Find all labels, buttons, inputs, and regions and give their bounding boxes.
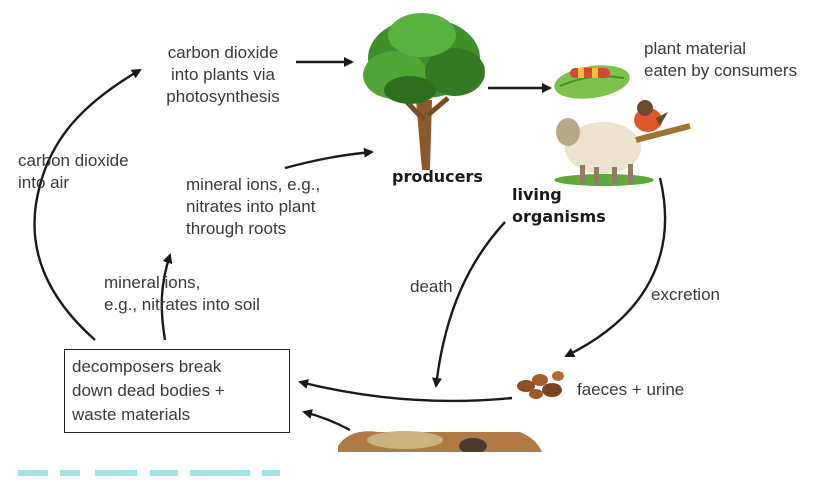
label-producers: producers: [392, 167, 483, 186]
label-co2-into-plants: carbon dioxide into plants via photosynt…: [166, 43, 280, 106]
arrow-minerals-to-producers: [284, 147, 374, 170]
decomposers-box: [64, 349, 290, 433]
caption-fragment-marks: [18, 470, 280, 476]
arrow-faeces-to-decomposers: [298, 379, 513, 403]
label-plant-material: plant material eaten by consumers: [644, 39, 798, 80]
sheep-icon: [554, 118, 654, 186]
label-mineral-ions-soil: mineral ions, e.g., nitrates into soil: [104, 273, 260, 314]
label-co2-into-air: carbon dioxide into air: [18, 151, 129, 192]
label-mineral-ions-roots: mineral ions, e.g., nitrates into plant …: [186, 175, 321, 238]
label-living-organisms: living organisms: [512, 185, 606, 226]
faeces-icon: [517, 371, 564, 399]
robin-bird-icon: [634, 100, 691, 143]
arrow-decomposers-to-roots: [160, 253, 173, 341]
label-decomposers: decomposers break down dead bodies + was…: [72, 357, 225, 424]
cropped-caption-strip: [0, 452, 838, 482]
label-faeces-urine: faeces + urine: [577, 380, 685, 399]
tree-icon: [363, 13, 485, 170]
caterpillar-on-leaf-icon: [554, 65, 630, 99]
arrow-decomposers-to-co2-air: [33, 68, 142, 341]
label-death: death: [410, 277, 453, 296]
arrow-soil-to-decomposers: [302, 409, 351, 432]
label-excretion: excretion: [651, 285, 720, 304]
arrow-death: [431, 221, 506, 388]
cycle-arrows: [33, 57, 667, 432]
arrow-excretion: [564, 177, 667, 358]
